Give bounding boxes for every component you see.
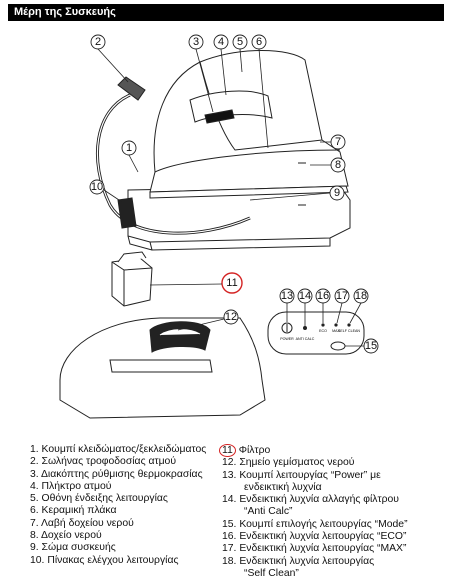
callout-16: 16 — [317, 290, 329, 302]
callout-1: 1 — [126, 142, 132, 154]
legend-item-11-number: 11 — [219, 444, 236, 457]
legend-item-15: 15. Κουμπί επιλογής λειτουργίας “Mode” — [222, 518, 408, 530]
panel-label-max: MAX — [332, 329, 340, 333]
legend-item-18: 18. Ενδεικτική λυχνία λειτουργίας — [222, 555, 375, 567]
control-panel-detail: POWER ANTI CALC ECO MAX SELF CLEAN — [267, 311, 365, 355]
callout-17: 17 — [336, 290, 348, 302]
legend-item-6: 6. Κεραμική πλάκα — [30, 505, 117, 517]
panel-label-anti-calc: ANTI CALC — [296, 337, 315, 341]
legend-item-8: 8. Δοχείο νερού — [30, 530, 102, 542]
panel-label-power: POWER — [280, 337, 294, 341]
callout-9: 9 — [334, 187, 340, 199]
parts-legend-left: 1. Κουμπί κλειδώματος/ξεκλειδώματος 2. Σ… — [30, 444, 230, 567]
legend-item-7: 7. Λαβή δοχείου νερού — [30, 517, 134, 529]
iron-station-drawing — [96, 50, 351, 251]
legend-item-11: 11 Φίλτρο — [219, 444, 450, 457]
callout-18: 18 — [355, 290, 367, 302]
callout-12: 12 — [225, 311, 237, 323]
legend-item-2: 2. Σωλήνας τροφοδοσίας ατμού — [30, 456, 177, 468]
steam-iron-diagram: 2 3 4 5 6 1 7 8 9 10 11 12 — [59, 34, 379, 419]
legend-item-12: 12. Σημείο γεμίσματος νερού — [222, 457, 355, 469]
legend-item-14-cont: “Anti Calc” — [244, 506, 293, 518]
iron-body — [149, 50, 349, 193]
legend-item-13: 13. Κουμπί λειτουργίας “Power” με — [222, 469, 381, 481]
panel-label-eco: ECO — [319, 329, 327, 333]
callout-13: 13 — [281, 290, 293, 302]
callout-15: 15 — [365, 340, 377, 352]
callout-5: 5 — [237, 36, 243, 48]
callout-3: 3 — [193, 36, 199, 48]
legend-item-13-cont: ενδεικτική λυχνία — [244, 481, 322, 493]
legend-item-17: 17. Ενδεικτική λυχνία λειτουργίας “MAX” — [222, 543, 407, 555]
legend-item-16: 16. Ενδεικτική λυχνία λειτουργίας “ECO” — [222, 531, 407, 543]
legend-item-10: 10. Πίνακας ελέγχου λειτουργίας — [30, 554, 179, 566]
legend-item-14: 14. Ενδεικτική λυχνία αλλαγής φίλτρου — [222, 494, 399, 506]
legend-item-1: 1. Κουμπί κλειδώματος/ξεκλειδώματος — [30, 444, 207, 455]
panel-label-self-clean: SELF CLEAN — [338, 329, 360, 333]
callout-10: 10 — [91, 181, 103, 193]
legend-item-9: 9. Σώμα συσκευής — [30, 542, 116, 554]
page-title: Μέρη της Συσκευής — [8, 4, 444, 21]
callout-2: 2 — [95, 36, 101, 48]
legend-item-5: 5. Οθόνη ένδειξης λειτουργίας — [30, 493, 168, 505]
callout-8: 8 — [335, 159, 341, 171]
callout-14: 14 — [299, 290, 311, 302]
parts-legend-right: 11 Φίλτρο 12. Σημείο γεμίσματος νερού 13… — [219, 444, 450, 580]
callout-4: 4 — [218, 36, 224, 48]
callout-7: 7 — [335, 136, 341, 148]
legend-item-18-cont: “Self Clean” — [244, 567, 299, 579]
legend-item-11-text: Φίλτρο — [238, 445, 271, 456]
filter-drawing — [111, 251, 153, 307]
open-base-drawing — [59, 317, 266, 419]
legend-item-3: 3. Διακόπτης ρύθμισης θερμοκρασίας — [30, 468, 203, 480]
temperature-dial — [204, 109, 235, 124]
callout-11: 11 — [226, 277, 237, 289]
legend-item-4: 4. Πλήκτρο ατμού — [30, 480, 112, 492]
callout-6: 6 — [256, 36, 262, 48]
